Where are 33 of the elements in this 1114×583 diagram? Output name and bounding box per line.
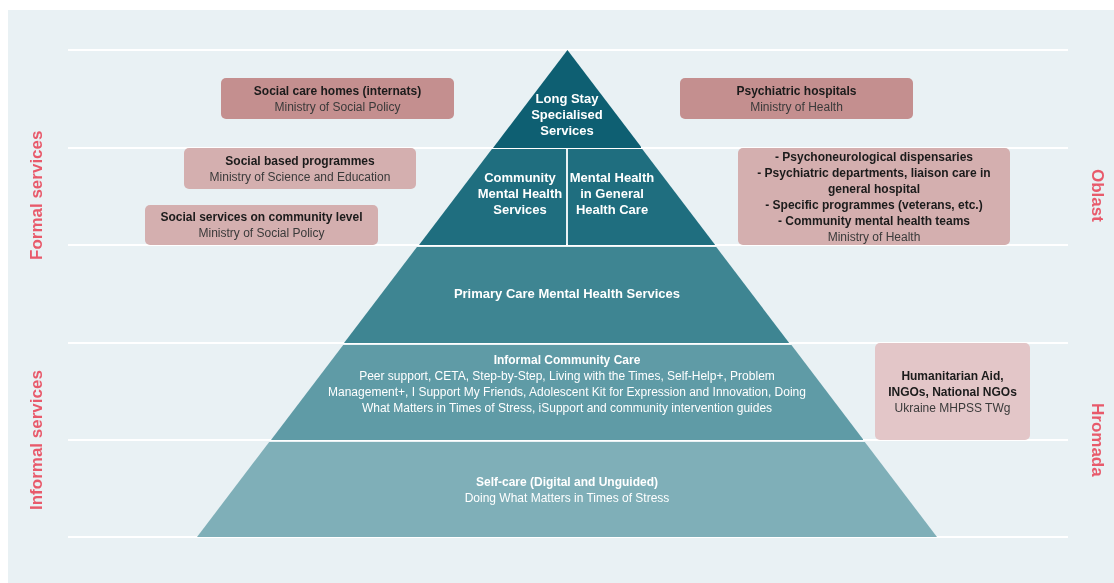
info-box xyxy=(680,78,913,119)
side-label: Informal services xyxy=(26,369,47,512)
node-heading: - Psychiatric departments, liaison care in general hospital xyxy=(756,164,992,197)
node-heading: Social based programmes xyxy=(225,152,375,169)
side-label: Formal services xyxy=(26,129,47,262)
info-box xyxy=(221,78,454,119)
node-text: Ministry of Social Policy xyxy=(274,98,401,115)
node-text: Ukraine MHPSS TWg xyxy=(894,399,1011,416)
node-heading: Mental Health in General Health Care xyxy=(568,170,656,218)
node-text: Ministry of Science and Education xyxy=(209,168,391,185)
node-heading: Social services on community level xyxy=(160,209,363,225)
node-text: Ministry of Health xyxy=(827,228,921,245)
node-heading: Social care homes (internats) xyxy=(253,82,422,99)
node-heading: - Community mental health teams xyxy=(777,212,970,229)
node-heading: - Specific programmes (veterans, etc.) xyxy=(765,196,983,213)
node-heading: Self-care (Digital and Unguided) xyxy=(476,474,658,490)
node-text: Peer support, CETA, Step-by-Step, Living with the Times, Self-Help+, Problem Management+, I Support My Friends, Adolescent Kit for Expression and Innovation, Doing What Matters in Times of Stress, iSupport and community intervention guides xyxy=(327,368,807,416)
node-text: Doing What Matters in Times of Stress xyxy=(464,490,670,506)
node-heading: Community Mental Health Services xyxy=(477,170,563,218)
node-text: Ministry of Health xyxy=(750,98,843,115)
side-label: Hromada xyxy=(1087,402,1108,479)
node-heading: Informal Community Care xyxy=(493,352,641,368)
info-box xyxy=(738,148,1010,245)
node-text: Ministry of Social Policy xyxy=(198,225,325,241)
info-box xyxy=(145,205,378,245)
info-box xyxy=(184,148,416,189)
node-heading: Psychiatric hospitals xyxy=(736,82,857,99)
info-box xyxy=(875,343,1030,440)
node-heading: Humanitarian Aid, INGOs, National NGOs xyxy=(887,367,1018,400)
node-heading: - Psychoneurological dispensaries xyxy=(774,148,974,165)
node-heading: Long Stay Specialised Services xyxy=(530,91,604,139)
side-label: Oblast xyxy=(1087,167,1108,224)
node-heading: Primary Care Mental Health Services xyxy=(453,286,681,302)
